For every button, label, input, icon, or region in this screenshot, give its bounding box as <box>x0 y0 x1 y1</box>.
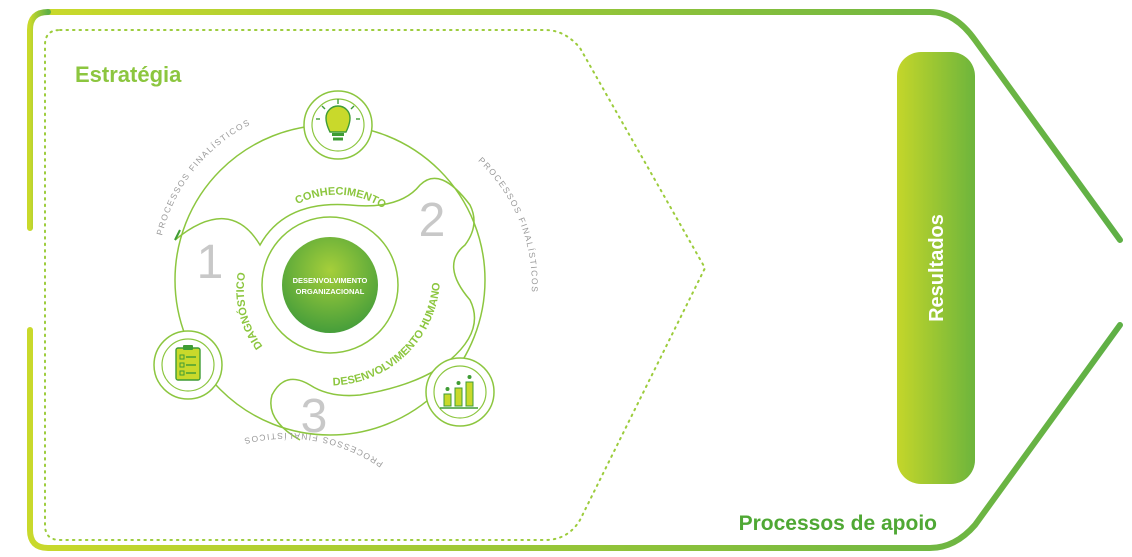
strategy-title: Estratégia <box>75 62 182 87</box>
inner-shape-ring <box>174 177 476 441</box>
step-number-1: 1 <box>197 236 224 289</box>
step-number-2: 2 <box>419 194 446 247</box>
bar-chart-icon <box>425 357 495 427</box>
results-label: Resultados <box>926 214 948 322</box>
center-label-line2: ORGANIZACIONAL <box>296 287 365 296</box>
center-circle <box>282 237 378 333</box>
center-label-line1: DESENVOLVIMENTO <box>293 276 368 285</box>
outer-process-label-right: PROCESSOS FINALÍSTICOS <box>476 155 539 293</box>
outer-frame <box>27 9 1123 551</box>
clipboard-checklist-icon <box>153 330 223 400</box>
results-pill: Resultados <box>897 52 975 484</box>
step-number-3: 3 <box>301 390 328 443</box>
support-processes-label: Processos de apoio <box>739 512 937 535</box>
outer-process-label-left: PROCESSOS FINALÍSTICOS <box>154 117 252 236</box>
arc-label-diagnosis: DIAGNÓSTICO <box>235 271 265 351</box>
lightbulb-icon <box>303 90 373 160</box>
